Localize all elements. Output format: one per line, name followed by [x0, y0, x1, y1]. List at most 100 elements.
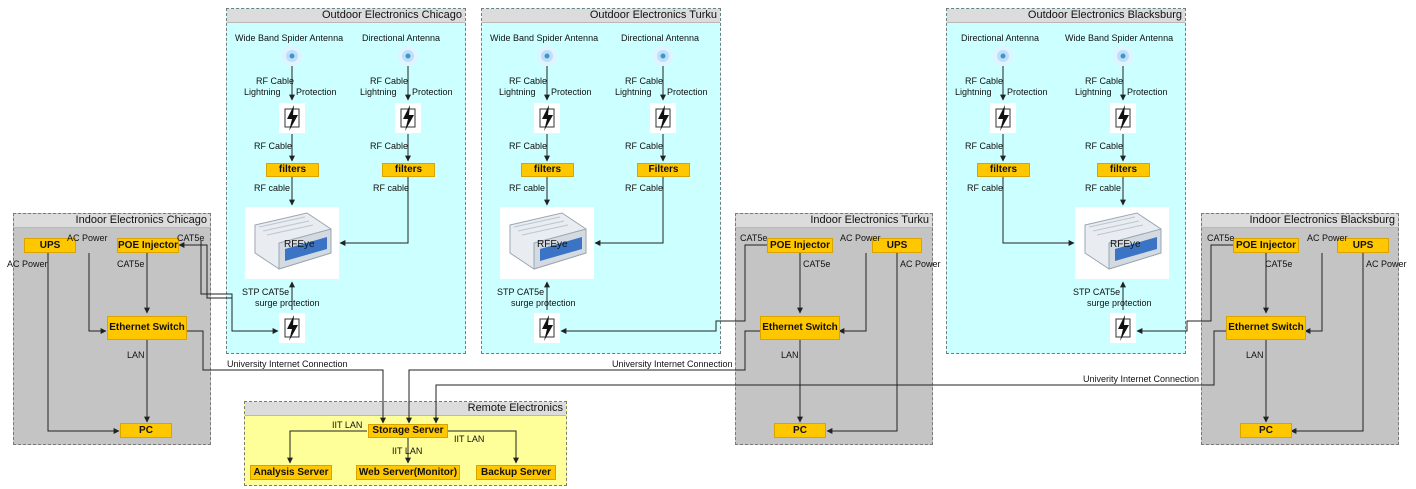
backup-server-box: Backup Server — [476, 465, 556, 480]
wide-band-antenna-icon — [282, 46, 302, 66]
rf-cable-label: RF Cable — [625, 76, 664, 86]
ac-power-label: AC Power — [7, 259, 48, 269]
rf-cable-label: RF Cable — [370, 76, 409, 86]
wide-band-antenna-icon — [1113, 46, 1133, 66]
cat5e-line — [200, 241, 279, 334]
protection-label: Protection — [1127, 87, 1168, 97]
surge-protection-label: surge protection — [255, 298, 320, 308]
rf-cable-label: RF Cable — [1085, 76, 1124, 86]
rf-cable-label: RF Cable — [625, 141, 664, 151]
ups-box: UPS — [872, 238, 922, 253]
cat5e-line — [178, 242, 233, 331]
rfeye-device-icon — [1075, 207, 1169, 279]
group-title: Outdoor Electronics Turku — [482, 9, 720, 23]
rf-cable-label: RF Cable — [1085, 141, 1124, 151]
surge-protection-icon — [1110, 313, 1136, 343]
cat5e-label: CAT5e — [1207, 233, 1235, 243]
rfeye-label: RFEye — [537, 239, 568, 250]
surge-protection-label: surge protection — [1087, 298, 1152, 308]
ups-box: UPS — [24, 238, 76, 253]
lightning-label: Lightning — [360, 87, 397, 97]
rf-cable-label: RF Cable — [509, 141, 548, 151]
lightning-protection-icon — [279, 103, 305, 133]
antenna-label: Wide Band Spider Antenna — [1065, 33, 1174, 43]
rf-cable-label: RF Cable — [370, 141, 409, 151]
group-title: Indoor Electronics Blacksburg — [1202, 214, 1398, 228]
protection-label: Protection — [551, 87, 592, 97]
rfeye-device-icon — [500, 207, 594, 279]
directional-antenna-icon — [398, 46, 418, 66]
group-title: Indoor Electronics Chicago — [14, 214, 210, 228]
rfeye-label: RFEye — [1110, 239, 1141, 250]
outdoor-turku-group: Outdoor Electronics Turku — [481, 8, 721, 354]
directional-antenna-icon — [653, 46, 673, 66]
lightning-label: Lightning — [955, 87, 992, 97]
antenna-label: Directional Antenna — [362, 33, 441, 43]
lan-label: LAN — [781, 350, 799, 360]
cat5e-label: CAT5e — [117, 259, 145, 269]
antenna-label: Wide Band Spider Antenna — [490, 33, 599, 43]
internet-connection-label: University Internet Connection — [612, 359, 733, 369]
internet-connection-label: Univerity Internet Connection — [1083, 374, 1200, 384]
surge-protection-icon — [279, 313, 305, 343]
rf-cable-label: RF cable — [1085, 183, 1122, 193]
rf-cable-label: RF Cable — [965, 141, 1004, 151]
ac-power-label: AC Power — [840, 233, 881, 243]
group-title: Outdoor Electronics Blacksburg — [947, 9, 1185, 23]
filter-box: Filters — [637, 163, 690, 177]
web-server-box: Web Server(Monitor) — [356, 465, 460, 480]
lightning-protection-icon — [1110, 103, 1136, 133]
ac-power-line — [88, 253, 107, 334]
pc-box: PC — [774, 423, 826, 438]
stp-cat5e-label: STP CAT5e — [497, 287, 545, 297]
rf-cable-label: RF cable — [509, 183, 546, 193]
lightning-protection-icon — [650, 103, 676, 133]
antenna-label: Wide Band Spider Antenna — [235, 33, 344, 43]
rf-cable-label: RF Cable — [256, 76, 295, 86]
stp-cat5e-label: STP CAT5e — [1073, 287, 1121, 297]
internet-line-blacksburg — [433, 330, 1227, 424]
lan-label: LAN — [1246, 350, 1264, 360]
pc-box: PC — [1240, 423, 1292, 438]
ethernet-switch-box: Ethernet Switch — [107, 316, 187, 340]
protection-label: Protection — [1007, 87, 1048, 97]
rf-cable-line — [339, 177, 409, 246]
rf-cable-label: RF Cable — [254, 141, 293, 151]
ac-power-label: AC Power — [900, 259, 941, 269]
analysis-server-box: Analysis Server — [250, 465, 332, 480]
rf-cable-label: RF Cable — [965, 76, 1004, 86]
filter-box: filters — [266, 163, 319, 177]
internet-connection-label: University Internet Connection — [227, 359, 348, 369]
cat5e-label: CAT5e — [177, 233, 205, 243]
lightning-label: Lightning — [499, 87, 536, 97]
cat5e-label: CAT5e — [1265, 259, 1293, 269]
rf-cable-line — [1002, 177, 1075, 246]
filter-box: filters — [1097, 163, 1150, 177]
internet-line-chicago — [186, 330, 386, 424]
ac-power-line — [826, 253, 898, 434]
iit-lan-line — [287, 430, 367, 464]
group-title: Outdoor Electronics Chicago — [227, 9, 465, 23]
rf-cable-label: RF Cable — [625, 183, 664, 193]
cat5e-label: CAT5e — [740, 233, 768, 243]
ethernet-switch-box: Ethernet Switch — [760, 316, 840, 340]
iit-lan-label: IIT LAN — [392, 446, 423, 456]
wide-band-antenna-icon — [537, 46, 557, 66]
outdoor-blacksburg-group: Outdoor Electronics Blacksburg — [946, 8, 1186, 354]
rf-cable-label: RF cable — [254, 183, 291, 193]
filter-box: filters — [977, 163, 1030, 177]
surge-protection-icon — [534, 313, 560, 343]
lightning-protection-icon — [990, 103, 1016, 133]
stp-cat5e-label: STP CAT5e — [242, 287, 290, 297]
rf-cable-line — [594, 177, 664, 246]
cat5e-label: CAT5e — [803, 259, 831, 269]
iit-lan-label: IIT LAN — [454, 434, 485, 444]
antenna-label: Directional Antenna — [621, 33, 700, 43]
lightning-label: Lightning — [1075, 87, 1112, 97]
poe-injector-box: POE Injector — [1233, 238, 1299, 253]
filter-box: filters — [382, 163, 435, 177]
protection-label: Protection — [296, 87, 337, 97]
lightning-protection-icon — [534, 103, 560, 133]
